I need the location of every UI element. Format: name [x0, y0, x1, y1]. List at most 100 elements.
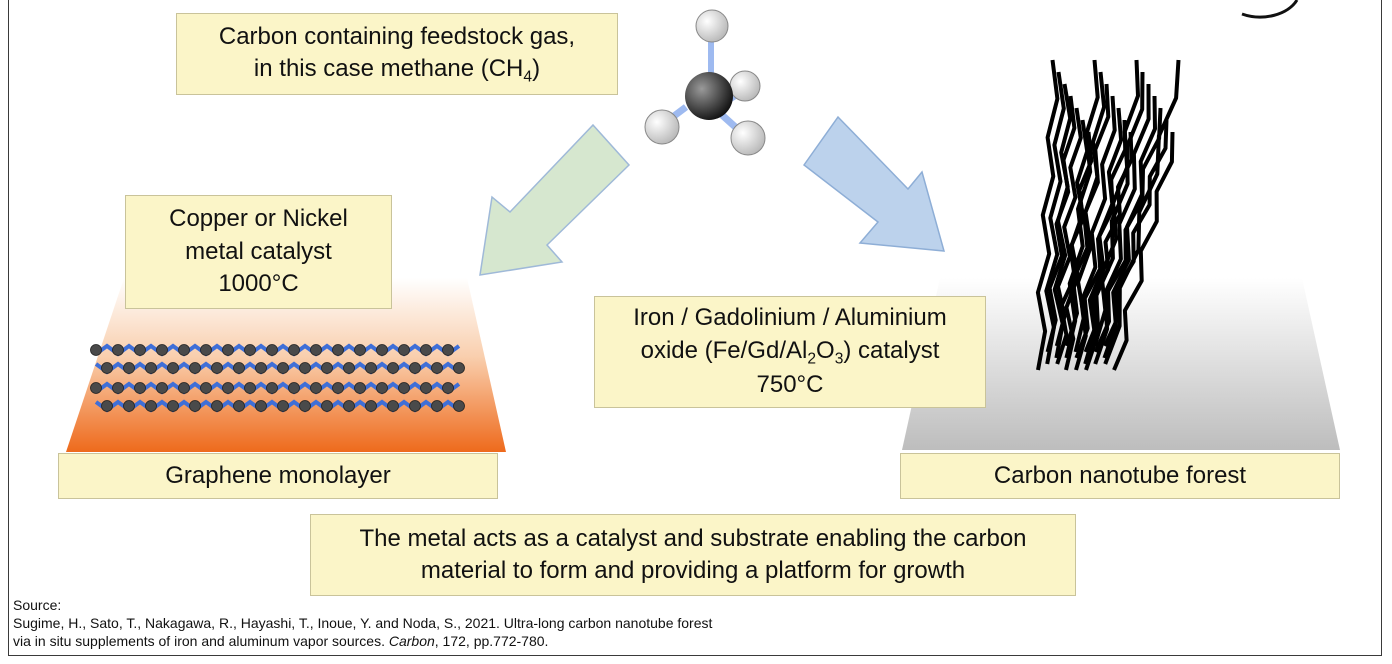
- graphene-atom: [189, 400, 201, 412]
- graphene-atom: [222, 382, 234, 394]
- summary-line2: material to form and providing a platfor…: [420, 557, 966, 584]
- graphene-atom: [200, 382, 212, 394]
- methane-molecule-icon: [644, 9, 766, 156]
- iron-catalyst-box: Iron / Gadolinium / Aluminium oxide (Fe/…: [594, 296, 986, 408]
- source-citation: Source: Sugime, H., Sato, T., Nakagawa, …: [13, 596, 712, 651]
- nanotube-strand: [1103, 59, 1181, 365]
- graphene-atom: [123, 400, 135, 412]
- graphene-atom: [442, 344, 454, 356]
- graphene-atom: [233, 400, 245, 412]
- graphene-atom: [299, 362, 311, 374]
- graphene-atom: [409, 362, 421, 374]
- feedstock-line1: Carbon containing feedstock gas,: [218, 22, 576, 50]
- graphene-atom: [167, 362, 179, 374]
- nanotube-strand: [1084, 71, 1145, 371]
- graphene-atom: [189, 362, 201, 374]
- nanotube-strand: [1045, 95, 1077, 353]
- graphene-atom: [266, 382, 278, 394]
- source-line1: Sugime, H., Sato, T., Nakagawa, R., Haya…: [13, 615, 713, 632]
- graphene-atom: [365, 400, 377, 412]
- graphene-atom: [178, 382, 190, 394]
- graphene-atom: [310, 382, 322, 394]
- graphene-atom: [431, 362, 443, 374]
- graphene-atom: [244, 344, 256, 356]
- graphene-atom: [431, 400, 443, 412]
- graphene-atom: [420, 382, 432, 394]
- nanotube-strand: [1093, 83, 1151, 365]
- graphene-atom: [266, 344, 278, 356]
- blue-arrow-icon: [802, 115, 946, 252]
- graphene-atom: [255, 400, 267, 412]
- nanotube-forest: [1035, 59, 1181, 371]
- green-arrow-icon: [479, 123, 631, 276]
- nanotube-strand: [1064, 83, 1111, 347]
- graphene-label-box: Graphene monolayer: [58, 453, 498, 499]
- graphene-atom: [442, 382, 454, 394]
- graphene-atom: [332, 344, 344, 356]
- graphene-atom: [376, 344, 388, 356]
- graphene-atom: [244, 382, 256, 394]
- nanotube-strand: [1112, 131, 1175, 371]
- graphene-atom: [299, 400, 311, 412]
- iron-line2: oxide (Fe/Gd/Al2O3) catalyst: [640, 336, 940, 368]
- summary-box: The metal acts as a catalyst and substra…: [310, 514, 1076, 596]
- copper-catalyst-box: Copper or Nickel metal catalyst 1000°C: [125, 195, 392, 309]
- feedstock-line2: in this case methane (CH4): [253, 54, 541, 86]
- graphene-atom: [321, 362, 333, 374]
- nanotube-substrate: [902, 278, 1340, 450]
- summary-line1: The metal acts as a catalyst and substra…: [359, 524, 1027, 552]
- graphene-atom: [134, 344, 146, 356]
- graphene-atom: [145, 400, 157, 412]
- graphene-atom: [255, 362, 267, 374]
- graphene-atom: [145, 362, 157, 374]
- graphene-lattice: [90, 343, 465, 413]
- graphene-atom: [321, 400, 333, 412]
- graphene-atom: [277, 362, 289, 374]
- graphene-atom: [365, 362, 377, 374]
- nanotube-label-box: Carbon nanotube forest: [900, 453, 1340, 499]
- graphene-atom: [288, 382, 300, 394]
- nanotube-strand: [1035, 59, 1060, 371]
- graphene-atom: [354, 344, 366, 356]
- graphene-atom: [211, 362, 223, 374]
- source-line2: via in situ supplements of iron and alum…: [13, 633, 549, 650]
- feedstock-box: Carbon containing feedstock gas, in this…: [176, 13, 618, 95]
- graphene-atom: [409, 400, 421, 412]
- nanotube-strand: [1093, 107, 1163, 353]
- nanotube-label: Carbon nanotube forest: [993, 461, 1247, 489]
- graphene-atom: [288, 344, 300, 356]
- graphene-atom: [123, 362, 135, 374]
- nanotube-strand: [1074, 95, 1117, 371]
- corner-circle-fragment: [1241, 0, 1299, 19]
- nanotube-strand: [1074, 119, 1128, 359]
- graphene-atom: [200, 344, 212, 356]
- graphene-atom: [101, 362, 113, 374]
- graphene-atom: [453, 400, 465, 412]
- nanotube-strand: [1055, 131, 1094, 365]
- nanotube-strand: [1044, 71, 1066, 365]
- graphene-atom: [90, 382, 102, 394]
- graphene-atom: [420, 344, 432, 356]
- graphene-atom: [343, 400, 355, 412]
- diagram-frame: [8, 0, 1382, 656]
- graphene-atom: [376, 382, 388, 394]
- graphene-atom: [354, 382, 366, 394]
- graphene-atom: [398, 344, 410, 356]
- copper-line2: metal catalyst: [185, 237, 332, 265]
- nanotube-strand: [1102, 119, 1169, 347]
- graphene-atom: [112, 344, 124, 356]
- graphene-atom: [387, 362, 399, 374]
- graphene-atom: [277, 400, 289, 412]
- graphene-atom: [453, 362, 465, 374]
- iron-line1: Iron / Gadolinium / Aluminium: [633, 304, 947, 332]
- graphene-atom: [222, 344, 234, 356]
- graphene-atom: [156, 344, 168, 356]
- graphene-atom: [233, 362, 245, 374]
- graphene-atom: [167, 400, 179, 412]
- graphene-atom: [134, 382, 146, 394]
- iron-line3: 750°C: [756, 371, 824, 399]
- graphene-atom: [310, 344, 322, 356]
- graphene-atom: [211, 400, 223, 412]
- source-heading: Source:: [13, 597, 62, 613]
